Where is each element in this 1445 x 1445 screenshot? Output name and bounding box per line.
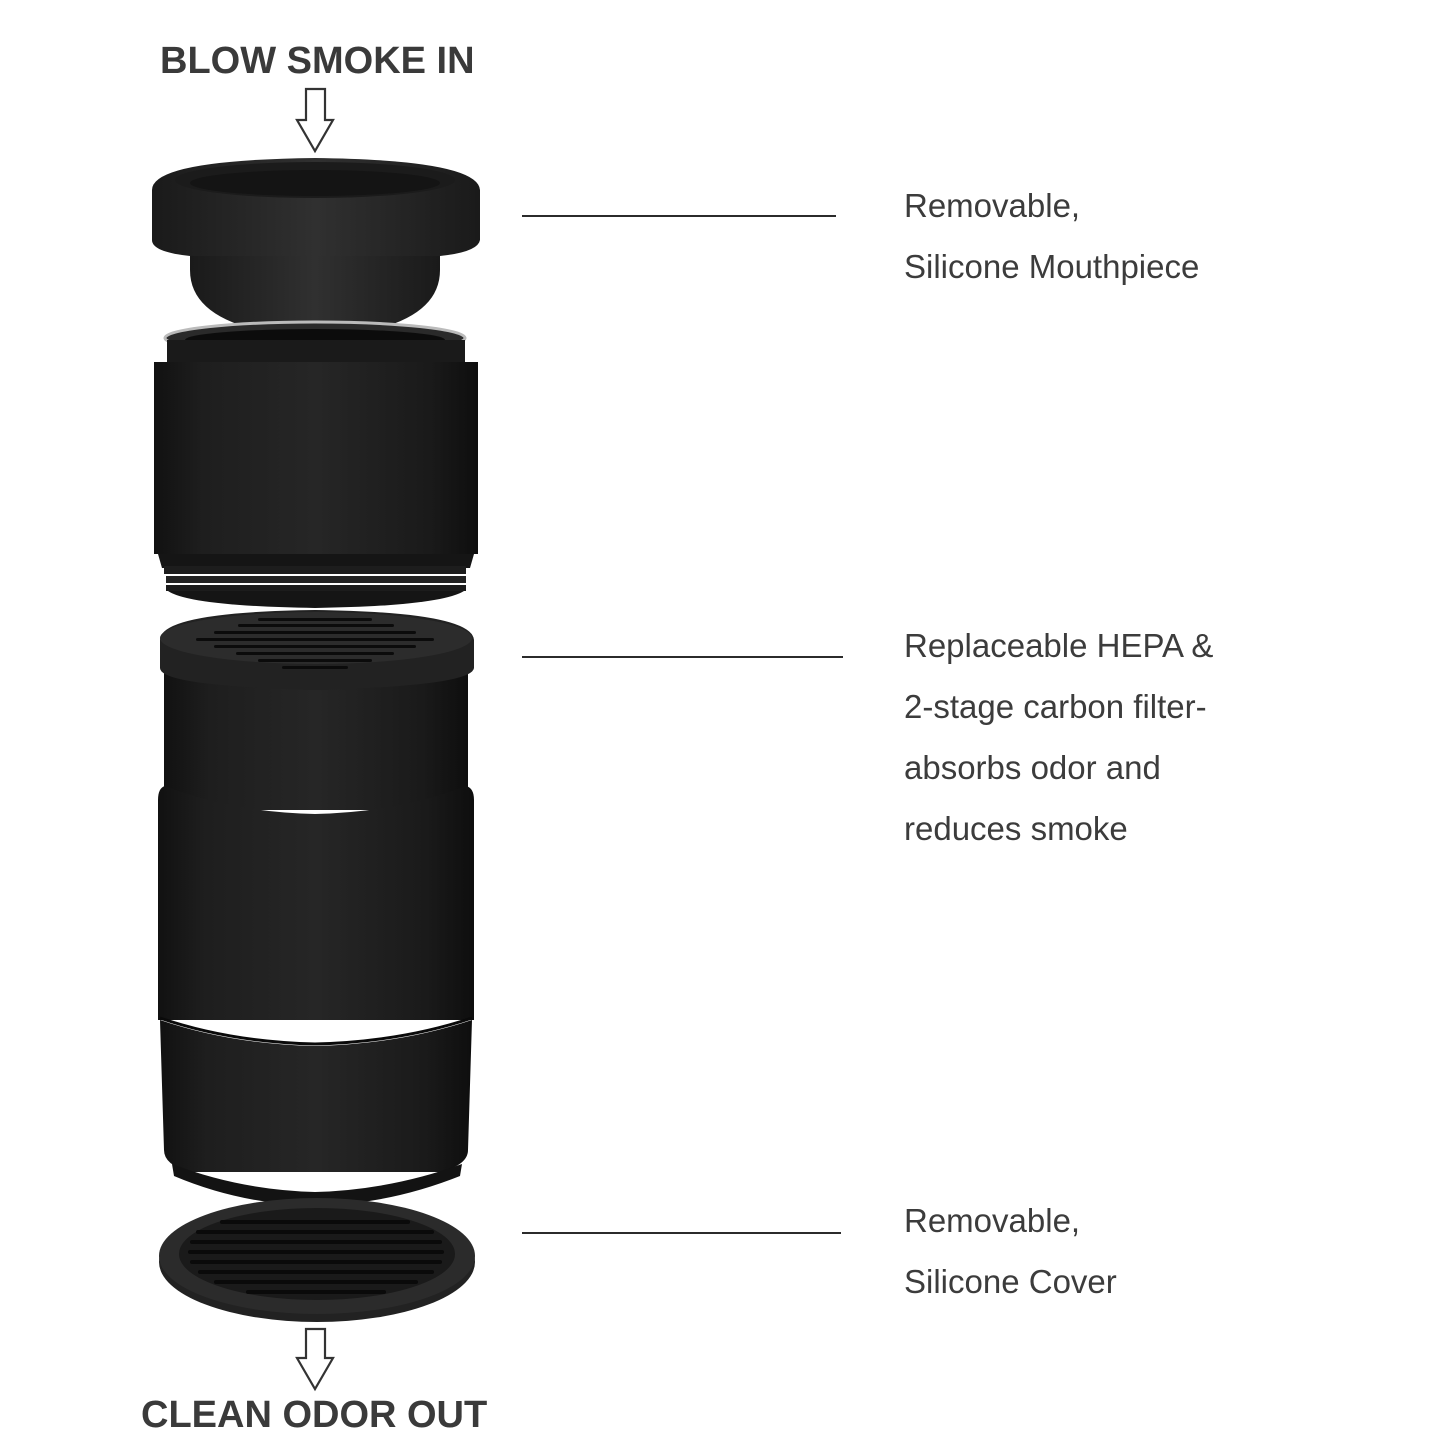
upper-housing-part	[154, 320, 478, 608]
down-arrow-out-icon	[295, 1327, 335, 1392]
clean-odor-out-label: CLEAN ODOR OUT	[141, 1394, 488, 1436]
callout-line: reduces smoke	[904, 810, 1128, 847]
callout-line: absorbs odor and	[904, 749, 1161, 786]
mouthpiece-leader-line	[522, 215, 836, 217]
mouthpiece-part	[152, 158, 480, 338]
filter-callout: Replaceable HEPA & 2-stage carbon filter…	[904, 615, 1213, 859]
bottom-cover-part	[159, 1198, 475, 1322]
callout-line: 2-stage carbon filter-	[904, 688, 1207, 725]
blow-smoke-in-label: BLOW SMOKE IN	[160, 40, 475, 82]
callout-line: Silicone Mouthpiece	[904, 248, 1200, 285]
cover-callout: Removable, Silicone Cover	[904, 1190, 1117, 1312]
callout-line: Replaceable HEPA &	[904, 627, 1214, 664]
callout-line: Silicone Cover	[904, 1263, 1117, 1300]
filter-leader-line	[522, 656, 843, 658]
callout-line: Removable,	[904, 1202, 1081, 1239]
lower-housing-part	[158, 786, 474, 1206]
cover-leader-line	[522, 1232, 841, 1234]
callout-line: Removable,	[904, 187, 1081, 224]
down-arrow-in-icon	[295, 87, 335, 154]
filter-cartridge-part	[160, 610, 474, 810]
mouthpiece-callout: Removable, Silicone Mouthpiece	[904, 175, 1199, 297]
